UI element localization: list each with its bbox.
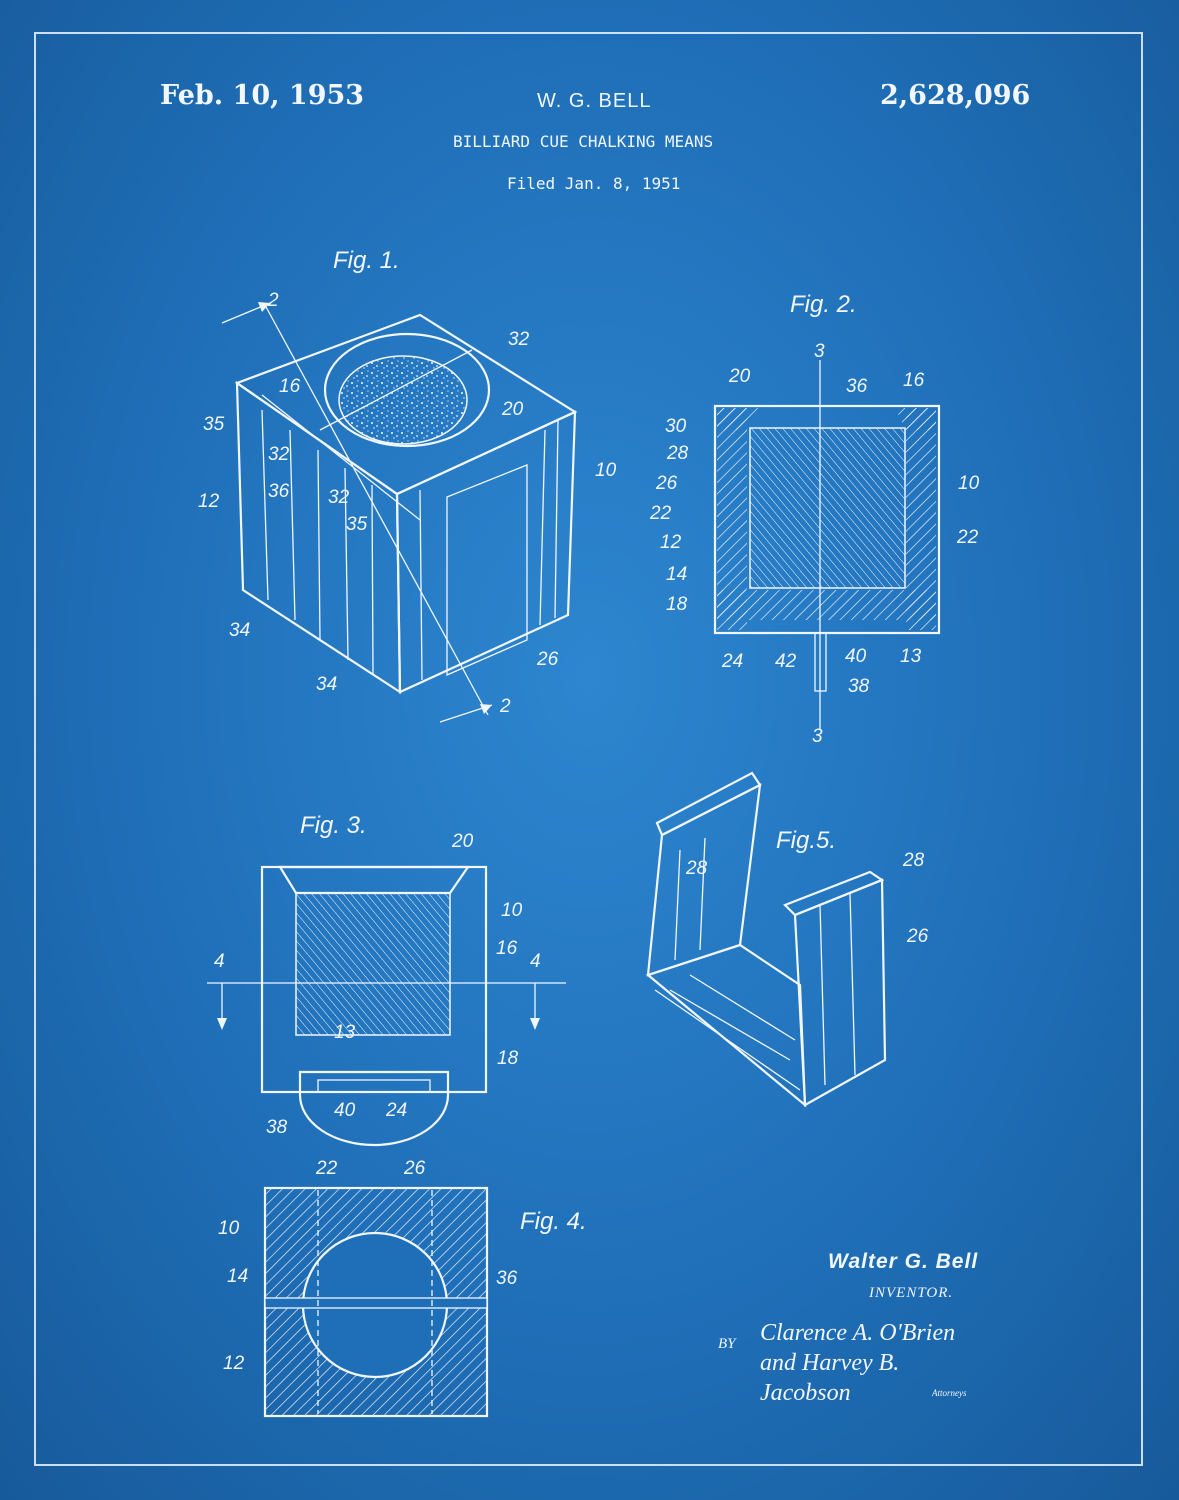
- fig2-label: Fig. 2.: [790, 291, 857, 318]
- fig3-callout: 13: [334, 1022, 356, 1043]
- fig1-callout: 36: [268, 481, 290, 502]
- inventor-role: INVENTOR.: [869, 1285, 954, 1301]
- blueprint-border: [34, 32, 1143, 1466]
- fig3-callout: 10: [501, 900, 523, 921]
- fig2-callout: 3: [814, 341, 825, 362]
- fig5-callout: 28: [902, 850, 925, 871]
- fig1-callout: 10: [595, 460, 617, 481]
- fig4-callout: 14: [227, 1266, 248, 1287]
- filed-date: Filed Jan. 8, 1951: [507, 174, 681, 193]
- fig1-callout: 2: [499, 696, 511, 717]
- fig5-label: Fig.5.: [776, 827, 836, 854]
- fig4-callout: 26: [403, 1158, 426, 1179]
- fig2-callout: 22: [956, 527, 979, 548]
- fig5-callout: 28: [685, 858, 708, 879]
- fig1-callout: 32: [328, 487, 350, 508]
- fig2-callout: 26: [655, 473, 678, 494]
- fig2-callout: 12: [660, 532, 682, 553]
- fig2-callout: 18: [666, 594, 688, 615]
- fig1-callout: 35: [346, 514, 368, 535]
- fig3-callout: 4: [214, 951, 225, 972]
- fig5-callouts: 28 28 26: [685, 850, 929, 947]
- fig3-callout: 38: [266, 1117, 288, 1138]
- fig1-callout: 34: [229, 620, 250, 641]
- figure-4: Fig. 4. 22 26 10 14 36 12: [218, 1158, 587, 1418]
- fig1-callout: 20: [501, 399, 524, 420]
- patent-date: Feb. 10, 1953: [160, 80, 365, 111]
- fig1-callout: 16: [279, 376, 301, 397]
- fig2-callout: 22: [649, 503, 672, 524]
- fig3-callout: 16: [496, 938, 518, 959]
- fig2-callout: 13: [900, 646, 922, 667]
- inventor-signature-name: Walter G. Bell: [828, 1250, 979, 1273]
- fig2-callout: 38: [848, 676, 870, 697]
- fig4-label: Fig. 4.: [520, 1208, 587, 1235]
- fig2-callout: 36: [846, 376, 868, 397]
- fig4-callout: 12: [223, 1353, 245, 1374]
- cube-right-face: [395, 410, 577, 694]
- by-label: BY: [718, 1336, 736, 1352]
- fig3-callout: 4: [530, 951, 541, 972]
- fig2-callout: 42: [775, 651, 797, 672]
- fig2-callout: 16: [903, 370, 925, 391]
- patent-number: 2,628,096: [880, 80, 1031, 111]
- fig1-callout: 32: [508, 329, 530, 350]
- fig2-callout: 30: [665, 416, 687, 437]
- figure-5: Fig.5. 28 28 26: [645, 771, 929, 1108]
- fig1-callout: 34: [316, 674, 337, 695]
- attorneys-label: Attorneys: [932, 1388, 967, 1398]
- fig2-callout: 20: [728, 366, 751, 387]
- attorneys-signature: Clarence A. O'Brien and Harvey B. Jacobs…: [760, 1320, 956, 1406]
- figure-2: Fig. 2. 3 20 36 16 30 28 26 22 12 14 18 …: [649, 291, 980, 747]
- fig1-callout: 26: [536, 649, 559, 670]
- fig2-callout: 24: [721, 651, 743, 672]
- fig2-callout: 10: [958, 473, 980, 494]
- figure-3: Fig. 3. 20 10 16 4 4 13 18 40 24 38: [207, 812, 566, 1147]
- fig3-callout: 40: [334, 1100, 356, 1121]
- fig1-callout: 2: [267, 290, 279, 311]
- fig1-callout: 35: [203, 414, 225, 435]
- fig4-callout: 10: [218, 1218, 240, 1239]
- fig3-callout: 24: [385, 1100, 407, 1121]
- fig3-callouts: 20 10 16 4 4 13 18 40 24 38: [214, 831, 541, 1138]
- fig2-callout: 14: [666, 564, 687, 585]
- figure-1: Fig. 1. 2 32: [198, 247, 617, 723]
- fig2-callout: 28: [666, 443, 689, 464]
- fig1-callout: 32: [268, 444, 290, 465]
- fig3-callout: 20: [451, 831, 474, 852]
- inventor-header: W. G. BELL: [537, 90, 652, 112]
- fig2-callouts: 3 20 36 16 30 28 26 22 12 14 18 10 22 24…: [649, 341, 980, 747]
- fig1-callouts: 2 32 16 20 35 32 36 32 35 12 10 34 34 26…: [198, 290, 617, 717]
- fig1-callout: 12: [198, 491, 220, 512]
- fig4-callouts: 22 26 10 14 36 12: [218, 1158, 518, 1374]
- fig3-label: Fig. 3.: [300, 812, 367, 839]
- fig2-callout: 40: [845, 646, 867, 667]
- fig2-callout: 3: [812, 726, 823, 747]
- fig5-callout: 26: [906, 926, 929, 947]
- fig4-callout: 36: [496, 1268, 518, 1289]
- fig3-callout: 18: [497, 1048, 519, 1069]
- patent-title: BILLIARD CUE CHALKING MEANS: [453, 132, 714, 151]
- fig1-label: Fig. 1.: [333, 247, 400, 274]
- fig4-callout: 22: [315, 1158, 338, 1179]
